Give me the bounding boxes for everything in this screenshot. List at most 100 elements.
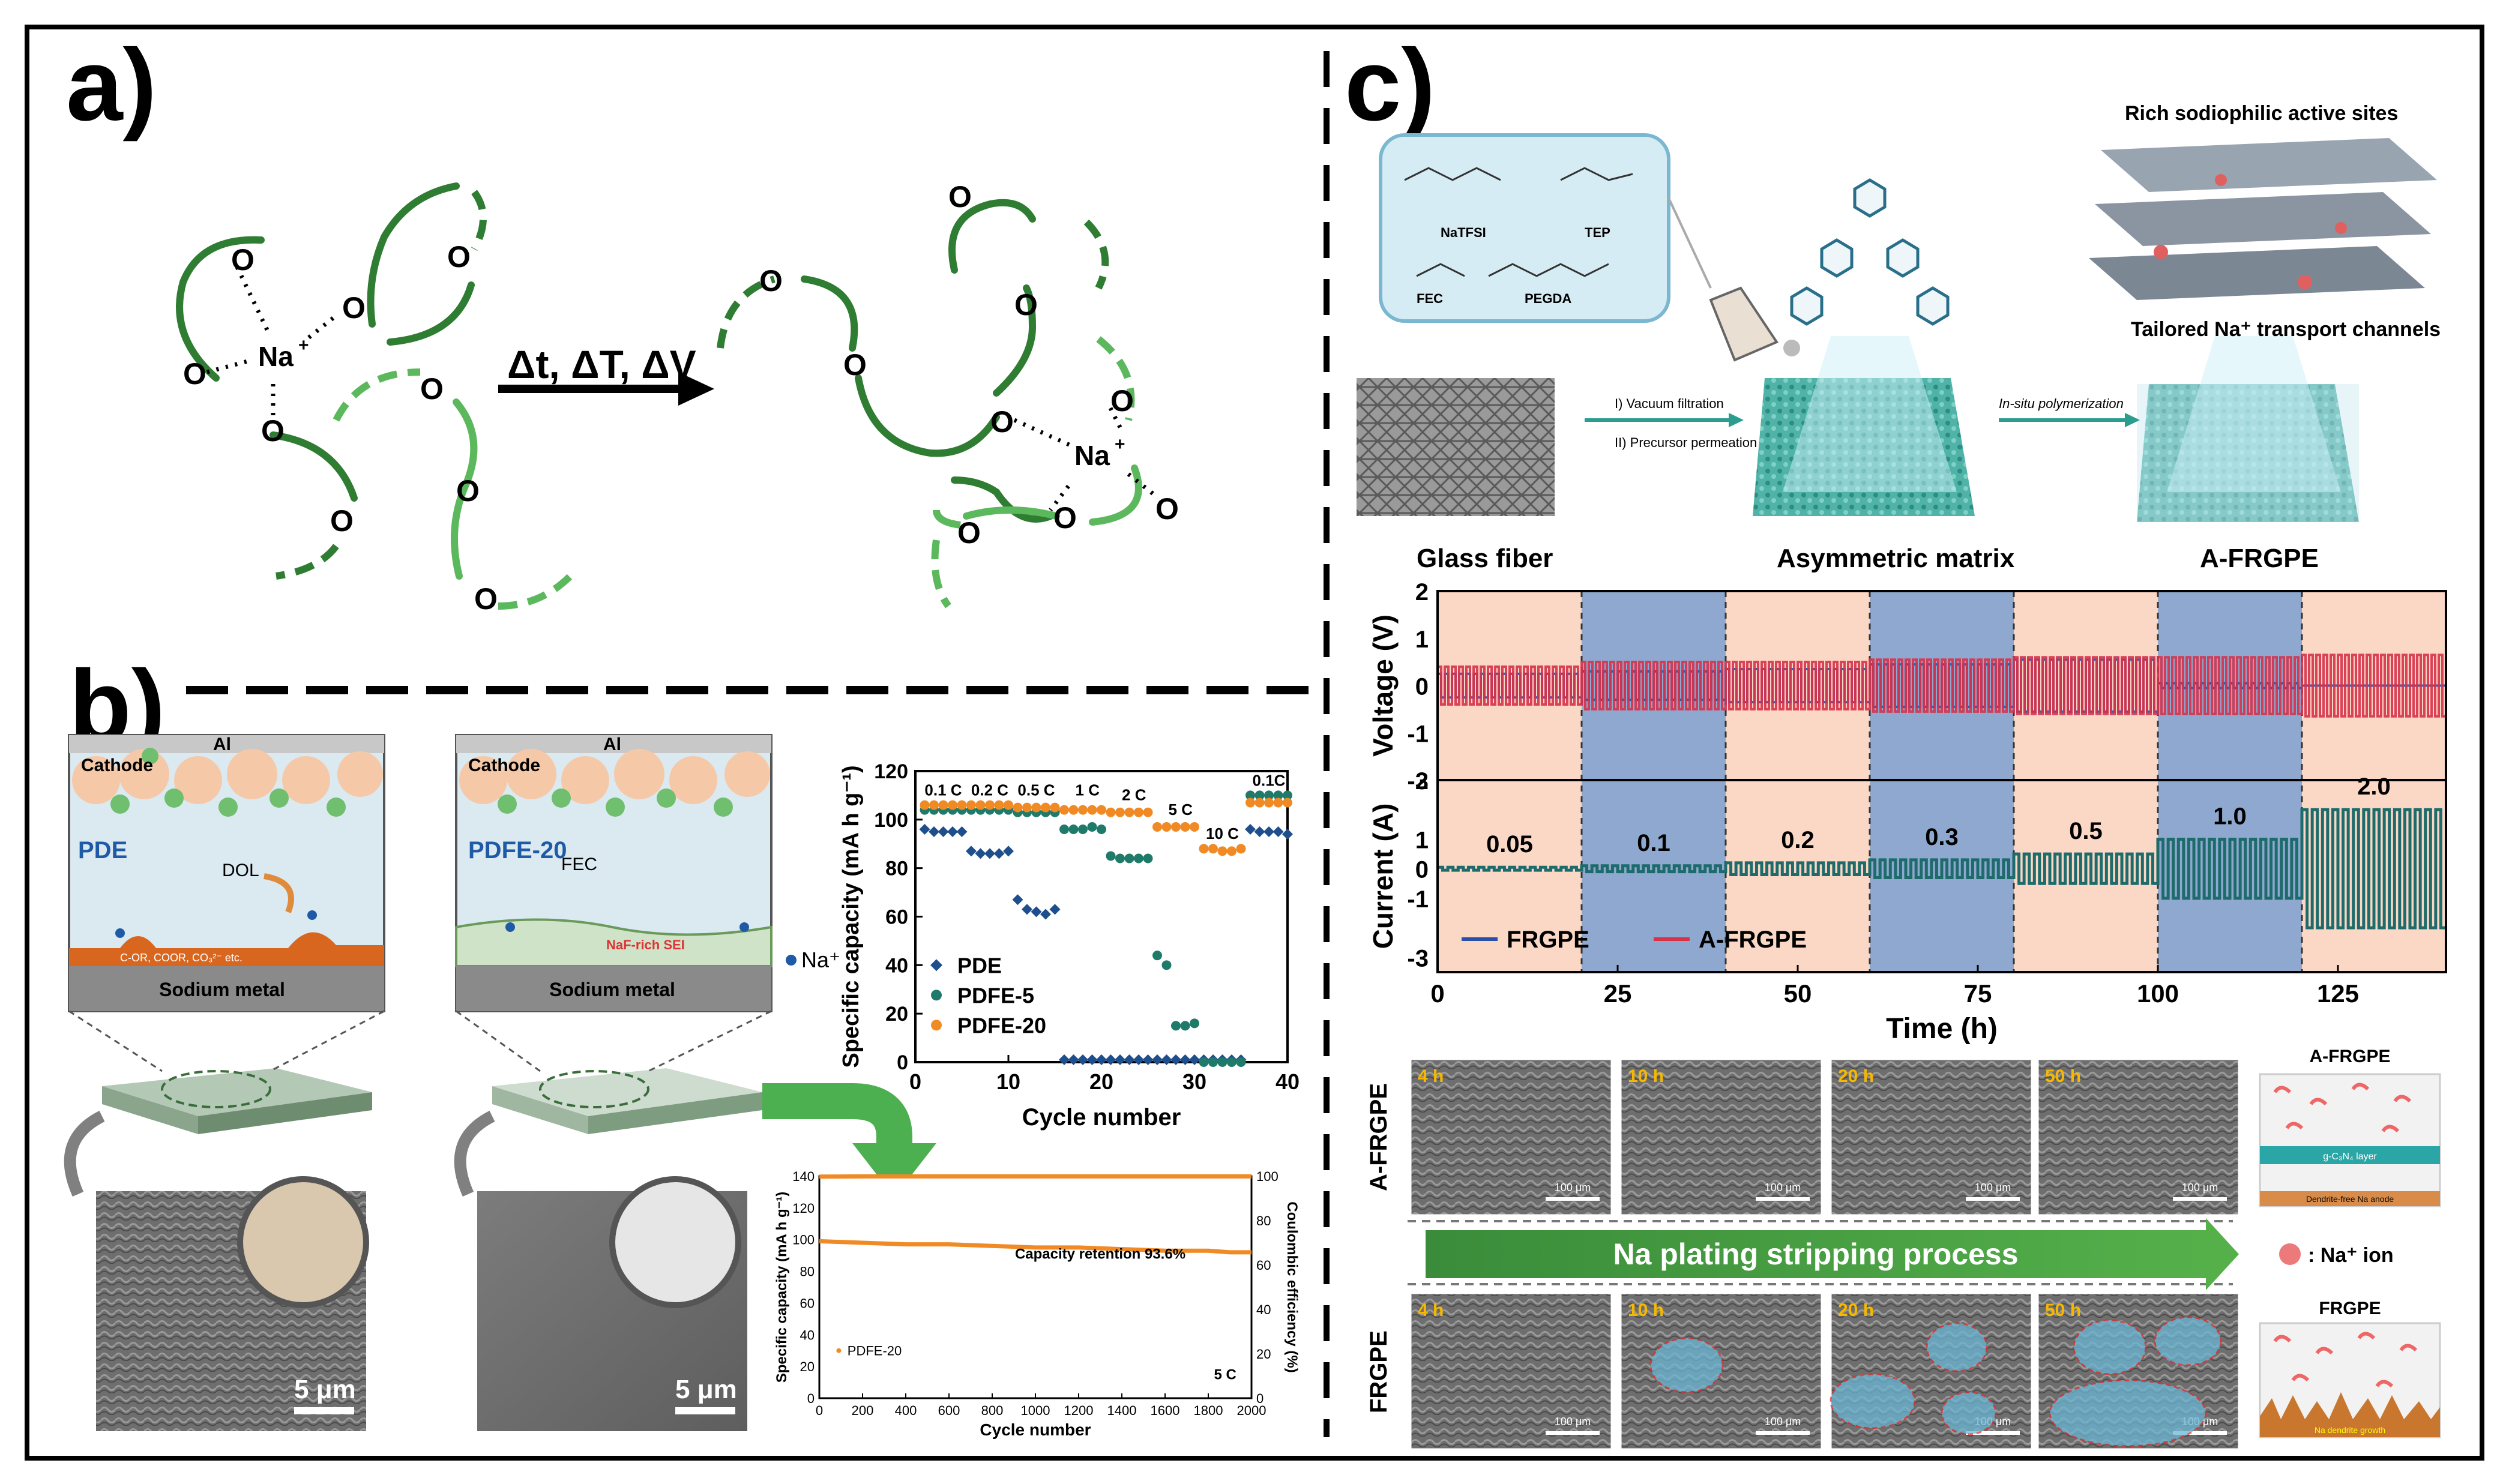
x-tick-label: 1400 bbox=[1107, 1403, 1137, 1418]
rate-label: 0.2 C bbox=[971, 781, 1008, 799]
voltage-curve-a-frgpe bbox=[1438, 653, 2446, 718]
voltage-tick-label: 2 bbox=[1415, 579, 1429, 605]
cathode-label: Cathode bbox=[81, 756, 153, 775]
data-point-pdfe-20 bbox=[1097, 805, 1106, 815]
scale-label: 100 μm bbox=[1555, 1416, 1591, 1428]
y-tick-label: 0 bbox=[897, 1051, 908, 1074]
rate-label: 2 C bbox=[1122, 786, 1146, 804]
y-tick-label: 80 bbox=[885, 858, 908, 880]
fec-label: FEC bbox=[561, 855, 597, 874]
o-atom: O bbox=[957, 516, 981, 550]
y2-tick-label: 100 bbox=[1256, 1169, 1279, 1184]
sodium-ion-charge: + bbox=[1115, 434, 1125, 454]
sodium-disk-photo bbox=[237, 1176, 369, 1308]
y-tick-label: 100 bbox=[792, 1233, 815, 1248]
o-atom: O bbox=[759, 264, 783, 298]
cathode-label: Cathode bbox=[468, 756, 540, 775]
data-point-pde bbox=[966, 846, 977, 857]
y-tick-label: 60 bbox=[885, 906, 908, 929]
sodium-ion-label: Na bbox=[1074, 440, 1110, 471]
o-atom: O bbox=[342, 291, 366, 325]
legend-label: A-FRGPE bbox=[1699, 927, 1807, 953]
x-tick-label: 1600 bbox=[1151, 1403, 1180, 1418]
anode-label: Dendrite-free Na anode bbox=[2306, 1194, 2394, 1204]
data-point-pde bbox=[984, 848, 995, 859]
data-point-pdfe-20 bbox=[1208, 844, 1218, 854]
graphene-sheets bbox=[2089, 138, 2437, 300]
gc3n4-molecule bbox=[1790, 178, 1950, 326]
y-tick-label: 20 bbox=[800, 1359, 815, 1374]
pdfe20-label: PDFE-20 bbox=[468, 837, 567, 864]
data-point-pdfe-5 bbox=[1283, 790, 1292, 801]
data-point-pdfe-20 bbox=[948, 800, 957, 810]
transition-arrow-label: Δt, ΔT, ΔV bbox=[507, 342, 696, 386]
data-point-pdfe-5 bbox=[1143, 853, 1153, 864]
plot-frame bbox=[818, 1175, 1253, 1399]
sem-tile bbox=[1409, 1292, 1613, 1450]
o-atom: O bbox=[231, 243, 255, 277]
data-point-pde bbox=[1161, 1054, 1172, 1065]
step2-label: II) Precursor permeation bbox=[1615, 435, 1757, 450]
annotation: Capacity retention 93.6% bbox=[1015, 1246, 1185, 1262]
na-ion-label: Na⁺ bbox=[801, 948, 840, 972]
electrode-slab-right bbox=[492, 1068, 762, 1134]
current-label: 0.3 bbox=[1925, 824, 1959, 850]
data-point-pdfe-20 bbox=[1078, 805, 1088, 815]
o-atom: O bbox=[420, 372, 444, 406]
current-label: 0.5 bbox=[2069, 818, 2103, 844]
scale-bar bbox=[1966, 1197, 2020, 1201]
data-point-pde bbox=[1133, 1054, 1144, 1065]
time-label: 10 h bbox=[1628, 1066, 1664, 1086]
voltage-tick-label: 1 bbox=[1415, 626, 1429, 653]
rich-sites-label: Rich sodiophilic active sites bbox=[2125, 102, 2398, 125]
scale-label: 100 μm bbox=[1765, 1182, 1801, 1194]
y2-tick-label: 20 bbox=[1256, 1347, 1271, 1362]
data-point-pde bbox=[1115, 1054, 1125, 1065]
data-point-pdfe-20 bbox=[1273, 798, 1283, 808]
scale-bar bbox=[2173, 1431, 2227, 1435]
data-point-pde bbox=[1179, 1054, 1191, 1065]
dendrite-region bbox=[1926, 1322, 1988, 1372]
data-point-pde bbox=[1059, 1054, 1070, 1065]
scale-bar-label: 5 μm bbox=[294, 1375, 356, 1404]
legend-marker bbox=[931, 990, 942, 1001]
o-atom: O bbox=[1014, 288, 1038, 322]
data-point-pdfe-20 bbox=[1087, 805, 1097, 815]
scale-label: 100 μm bbox=[1555, 1182, 1591, 1194]
time-label: 4 h bbox=[1418, 1066, 1444, 1086]
panel-label-c: c) bbox=[1345, 28, 1435, 142]
data-point-pdfe-5 bbox=[1227, 1057, 1236, 1067]
data-point-pde bbox=[1124, 1054, 1135, 1065]
data-point-pdfe-20 bbox=[975, 800, 986, 810]
time-label: 50 h bbox=[2045, 1066, 2081, 1086]
dendrite-region bbox=[1830, 1373, 1916, 1429]
data-point-pdfe-20 bbox=[1022, 802, 1032, 813]
data-point-pde bbox=[975, 848, 986, 859]
legend-marker bbox=[930, 959, 942, 972]
data-point-pdfe-20 bbox=[938, 800, 948, 810]
data-point-pdfe-20 bbox=[985, 800, 995, 810]
segment-shade bbox=[1438, 591, 1582, 972]
o-atom: O bbox=[1155, 492, 1179, 526]
data-point-pdfe-5 bbox=[1236, 1057, 1246, 1067]
y-tick-label: 100 bbox=[874, 809, 908, 832]
o-atom: O bbox=[456, 474, 480, 508]
y-tick-label: 120 bbox=[874, 760, 908, 783]
rate-label: 0.5 C bbox=[1017, 781, 1055, 799]
o-atom: O bbox=[474, 582, 498, 616]
data-point-pdfe-5 bbox=[1245, 790, 1255, 801]
data-point-pdfe-20 bbox=[1227, 846, 1236, 856]
y2-tick-label: 40 bbox=[1256, 1302, 1271, 1317]
x-tick-label: 0 bbox=[1430, 979, 1444, 1008]
data-point-pdfe-5 bbox=[1059, 825, 1069, 834]
data-point-pde bbox=[1105, 1054, 1116, 1065]
voltage-axis-label: Voltage (V) bbox=[1367, 614, 1399, 757]
dendrite-region bbox=[1649, 1337, 1724, 1393]
segment-shade bbox=[2014, 591, 2158, 972]
x-tick-label: 50 bbox=[1784, 979, 1812, 1008]
schematic-label-top: A-FRGPE bbox=[2310, 1047, 2391, 1066]
legend-label: PDFE-20 bbox=[957, 1013, 1046, 1038]
